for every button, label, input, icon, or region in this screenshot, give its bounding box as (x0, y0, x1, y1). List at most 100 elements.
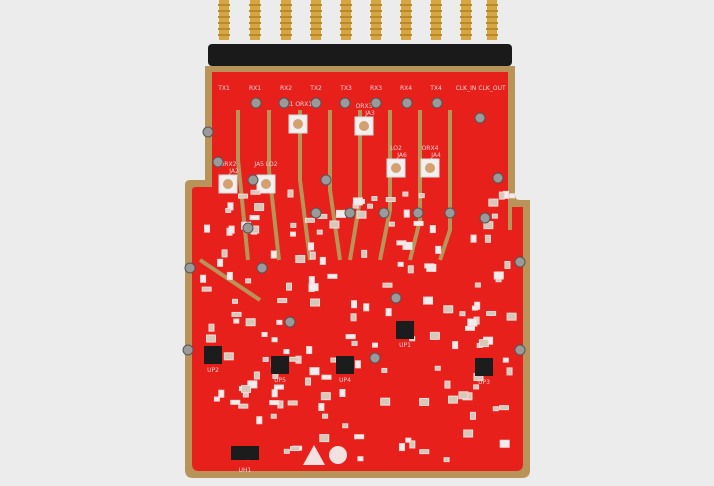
smd-component (459, 311, 466, 317)
sma-thread (340, 22, 352, 24)
sma-thread (280, 34, 292, 36)
ic-chip (271, 356, 289, 374)
smd-component (429, 225, 436, 234)
sma-thread (249, 28, 261, 30)
smd-component (261, 331, 268, 337)
rf-trace (378, 110, 392, 261)
sma-thread (400, 16, 412, 18)
smd-component (350, 313, 357, 322)
smd-component (335, 209, 346, 218)
sma-thread (218, 16, 230, 18)
sma-connector (401, 0, 411, 40)
smd-component (306, 346, 313, 355)
sma-thread (486, 4, 498, 6)
screw (184, 262, 196, 274)
screw (339, 97, 351, 109)
smd-component (498, 405, 509, 411)
smd-component (217, 258, 224, 267)
smd-component (506, 367, 513, 376)
sma-thread (280, 4, 292, 6)
smd-component (289, 231, 296, 237)
sma-thread (400, 34, 412, 36)
smd-component (223, 352, 234, 361)
port-label: ORX4 (422, 145, 439, 152)
smd-component (262, 356, 269, 362)
ic-chip (396, 321, 414, 339)
smd-component (283, 349, 290, 355)
sma-connector (431, 0, 441, 40)
screw (320, 174, 332, 186)
smd-component (304, 377, 311, 386)
smd-component (269, 400, 280, 406)
smd-component (342, 423, 349, 429)
connector-label: TX1 (217, 85, 230, 92)
screw (212, 156, 224, 168)
smd-component (253, 371, 260, 380)
sma-thread (486, 22, 498, 24)
screw (369, 352, 381, 364)
sma-thread (486, 28, 498, 30)
ufl-center (425, 163, 435, 173)
sma-connector (461, 0, 471, 40)
sma-thread (310, 34, 322, 36)
smd-component (424, 263, 435, 269)
connector-label: RX2 (280, 85, 292, 92)
smd-component (382, 282, 393, 288)
smd-component (228, 225, 235, 234)
sma-connector (281, 0, 291, 40)
smd-component (434, 365, 441, 371)
connector-label: CLK_OUT (478, 85, 506, 92)
sma-thread (370, 34, 382, 36)
smd-parts (200, 189, 517, 463)
sma-thread (249, 16, 261, 18)
smd-component (504, 260, 511, 269)
smd-component (403, 209, 410, 218)
connector-label: TX3 (339, 85, 352, 92)
sma-thread (370, 22, 382, 24)
smd-component (474, 282, 481, 288)
smd-component (233, 318, 240, 324)
smd-component (357, 456, 364, 462)
smd-component (247, 380, 258, 389)
smd-component (429, 331, 440, 340)
screw (474, 112, 486, 124)
sma-connector (487, 0, 497, 40)
smd-component (484, 234, 491, 243)
connector-label: RX4 (400, 85, 412, 92)
sma-thread (249, 22, 261, 24)
port-label: ORX3 (356, 103, 373, 110)
smd-component (330, 357, 337, 363)
esd-logo (303, 445, 347, 465)
smd-component (283, 448, 290, 454)
sma-thread (430, 16, 442, 18)
sma-thread (249, 4, 261, 6)
smd-component (423, 296, 434, 305)
sma-thread (460, 22, 472, 24)
screw (242, 222, 254, 234)
smd-component (329, 220, 340, 229)
connector-label: CLK_IN (456, 85, 477, 92)
smd-component (308, 283, 319, 292)
smd-component (319, 256, 326, 265)
sma-thread (340, 16, 352, 18)
smd-component (397, 261, 404, 267)
sma-connector (219, 0, 229, 40)
smd-component (250, 189, 261, 195)
smd-component (363, 303, 370, 312)
smd-component (371, 196, 378, 202)
smd-component (499, 439, 510, 448)
port-label: JA6 (396, 152, 407, 159)
smd-component (435, 245, 442, 254)
screw (284, 316, 296, 328)
port-label: JA1 ORX1 (283, 101, 312, 108)
smd-component (498, 191, 505, 200)
smd-component (321, 374, 332, 380)
smd-component (471, 305, 478, 311)
smd-component (354, 360, 361, 369)
smd-component (351, 340, 358, 346)
smd-component (506, 312, 517, 321)
smd-component (320, 392, 331, 401)
sma-thread (218, 34, 230, 36)
smd-component (444, 380, 451, 389)
